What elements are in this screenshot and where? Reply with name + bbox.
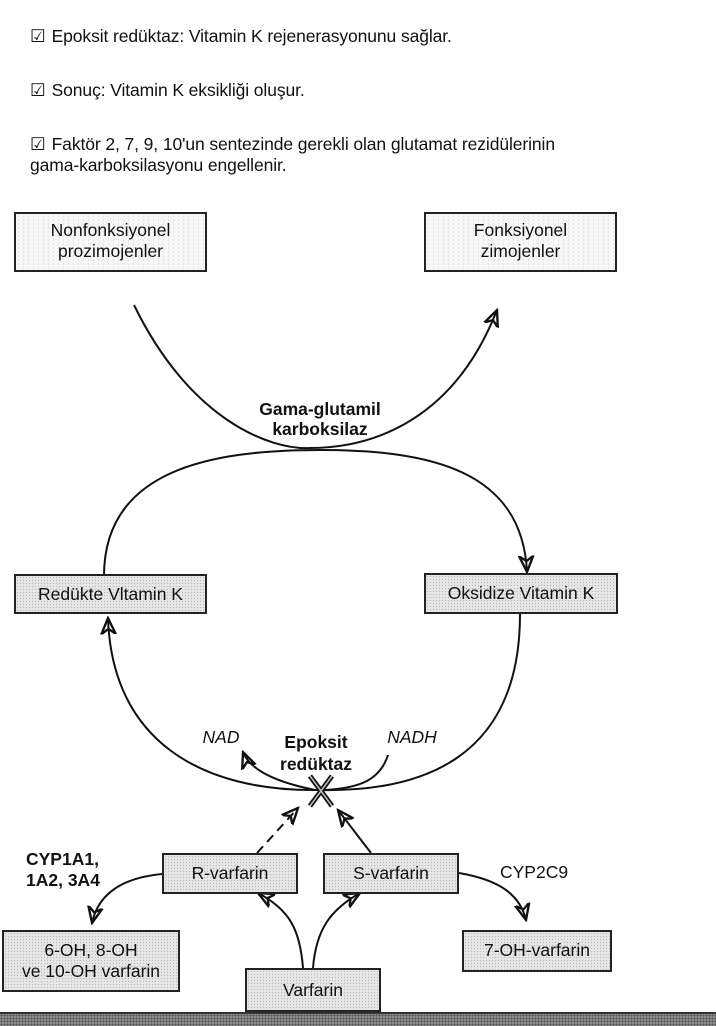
node-r-warfarin-metabolites: 6-OH, 8-OH ve 10-OH varfarin xyxy=(2,930,180,992)
bullet-text: Sonuç: Vitamin K eksikliği oluşur. xyxy=(51,80,305,100)
bullet-item: ☑Epoksit redüktaz: Vitamin K rejenerasyo… xyxy=(30,26,452,47)
checkbox-checked-icon: ☑ xyxy=(30,80,46,100)
footer-bar xyxy=(0,1012,716,1026)
node-functional-zymogens: Fonksiyonel zimojenler xyxy=(424,212,617,272)
arrow-x-to-reduced-vitk xyxy=(108,618,321,792)
node-label-line: prozimojenler xyxy=(57,241,164,261)
enzyme-label-line: Epoksit xyxy=(284,732,348,752)
bullet-text-continued: gama-karboksilasyonu engellenir. xyxy=(30,155,287,175)
node-label-line: Nonfonksiyonel xyxy=(50,220,171,240)
enzyme-label-line: karboksilaz xyxy=(272,419,368,439)
enzyme-cyp2c9: CYP2C9 xyxy=(500,862,569,882)
bullet-item: ☑Faktör 2, 7, 9, 10'un sentezinde gerekl… xyxy=(30,134,555,176)
node-label: Redükte Vltamin K xyxy=(38,584,183,604)
bullet-text: Faktör 2, 7, 9, 10'un sentezinde gerekli… xyxy=(51,134,555,154)
arrow-reduced-to-oxidized-vitk xyxy=(103,448,527,577)
enzyme-cyp-r-warfarin: CYP1A1, 1A2, 3A4 xyxy=(26,849,136,891)
node-label-line: ve 10-OH varfarin xyxy=(21,961,161,981)
arrow-warfarin-to-r xyxy=(258,893,304,969)
node-oxidized-vitamin-k: Oksidize Vitamin K xyxy=(424,573,618,614)
arrow-to-nad xyxy=(243,752,316,791)
cofactor-nad: NAD xyxy=(202,727,240,747)
enzyme-label-line: Gama-glutamil xyxy=(259,399,381,419)
enzyme-label-line: 1A2, 3A4 xyxy=(26,870,100,890)
arrow-warfarin-to-s xyxy=(312,893,360,969)
arrow-from-nadh xyxy=(324,754,389,791)
node-nonfunctional-prozymogens: Nonfonksiyonel prozimojenler xyxy=(14,212,207,272)
cofactor-nadh: NADH xyxy=(387,727,437,747)
node-label: Varfarin xyxy=(283,980,343,1000)
node-label-line: 6-OH, 8-OH xyxy=(44,940,138,960)
arrow-oxidized-to-x xyxy=(319,613,521,792)
bullet-item: ☑Sonuç: Vitamin K eksikliği oluşur. xyxy=(30,80,305,101)
node-reduced-vitamin-k: Redükte Vltamin K xyxy=(14,574,207,614)
node-label-line: Fonksiyonel xyxy=(473,220,568,240)
arrow-s-to-7oh xyxy=(458,872,526,920)
node-label-line: zimojenler xyxy=(480,241,561,261)
node-r-warfarin: R-varfarin xyxy=(162,853,298,894)
node-label: Oksidize Vitamin K xyxy=(447,583,595,603)
node-7-oh-warfarin: 7-OH-varfarin xyxy=(462,930,612,972)
checkbox-checked-icon: ☑ xyxy=(30,134,46,154)
node-s-warfarin: S-varfarin xyxy=(323,853,459,894)
arrow-prozymogen-to-zymogen xyxy=(133,304,497,450)
enzyme-label-line: redüktaz xyxy=(280,754,352,774)
arrow-r-warfarin-inhibit xyxy=(256,808,298,854)
checkbox-checked-icon: ☑ xyxy=(30,26,46,46)
node-label: 7-OH-varfarin xyxy=(484,940,590,960)
node-label: R-varfarin xyxy=(191,863,269,883)
arrow-r-to-metabolites xyxy=(92,873,163,923)
enzyme-label-line: CYP1A1, xyxy=(26,849,99,869)
enzyme-epoxide-reductase: Epoksit redüktaz xyxy=(256,731,376,775)
bullet-text: Epoksit redüktaz: Vitamin K rejenerasyon… xyxy=(51,26,452,46)
node-label: S-varfarin xyxy=(353,863,429,883)
node-warfarin: Varfarin xyxy=(245,968,381,1012)
arrow-s-warfarin-inhibit xyxy=(338,810,372,854)
enzyme-gamma-glutamyl-carboxylase: Gama-glutamil karboksilaz xyxy=(210,399,430,439)
